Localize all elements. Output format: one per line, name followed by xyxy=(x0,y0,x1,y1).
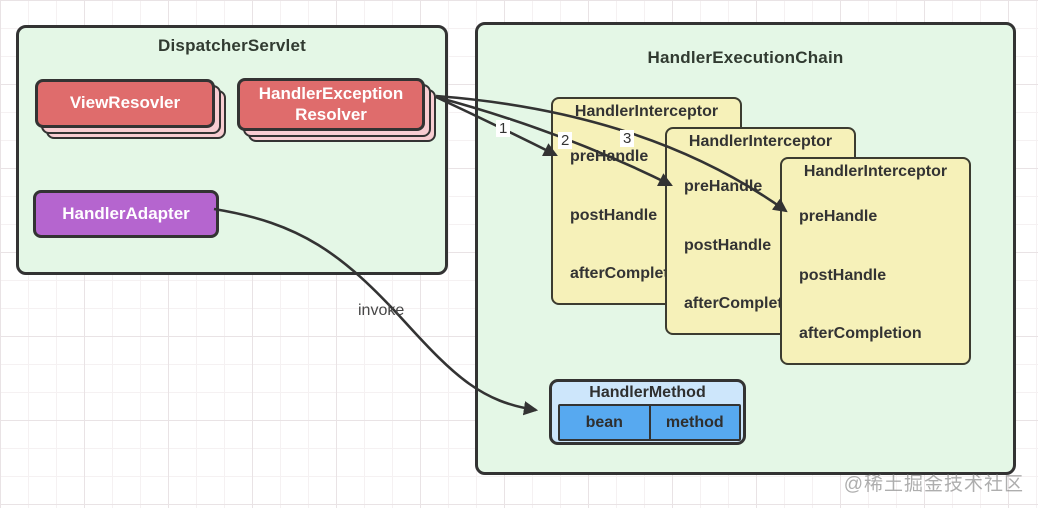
handler-method-table: bean method xyxy=(558,404,741,441)
interceptor-title: HandlerInterceptor xyxy=(803,163,948,180)
handler-execution-chain-title: HandlerExecutionChain xyxy=(647,48,844,67)
method-aftercompletion: afterCompletion xyxy=(570,265,693,282)
handler-interceptor-box-3: HandlerInterceptor preHandle postHandle … xyxy=(780,157,971,365)
edge-label-3: 3 xyxy=(620,130,635,148)
method-aftercompletion: afterCompletion xyxy=(684,295,807,312)
invoke-edge-label: invoke xyxy=(358,302,405,319)
handler-method-box: HandlerMethod bean method xyxy=(549,379,746,445)
method-aftercompletion: afterCompletion xyxy=(799,325,922,342)
method-prehandle: preHandle xyxy=(684,178,763,195)
handler-exception-resolver-label: HandlerException Resolver xyxy=(237,78,425,131)
method-cell: method xyxy=(665,413,724,431)
edge-label-2: 2 xyxy=(558,132,573,150)
view-resolver-label: ViewResovler xyxy=(35,79,215,128)
handler-exception-resolver-box: HandlerException Resolver xyxy=(237,78,436,142)
watermark: @稀土掘金技术社区 xyxy=(843,474,1024,495)
method-posthandle: postHandle xyxy=(684,237,772,254)
edge-label-1: 1 xyxy=(496,120,511,138)
view-resolver-box: ViewResovler xyxy=(35,79,226,139)
method-posthandle: postHandle xyxy=(799,267,887,284)
handler-adapter-box: HandlerAdapter xyxy=(33,190,219,238)
method-posthandle: postHandle xyxy=(570,207,658,224)
handler-method-title: HandlerMethod xyxy=(589,384,706,401)
method-prehandle: preHandle xyxy=(799,208,878,225)
interceptor-title: HandlerInterceptor xyxy=(688,133,833,150)
dispatcher-servlet-title: DispatcherServlet xyxy=(158,36,306,55)
interceptor-title: HandlerInterceptor xyxy=(574,103,719,120)
method-prehandle: preHandle xyxy=(570,148,649,165)
bean-cell: bean xyxy=(560,406,651,439)
